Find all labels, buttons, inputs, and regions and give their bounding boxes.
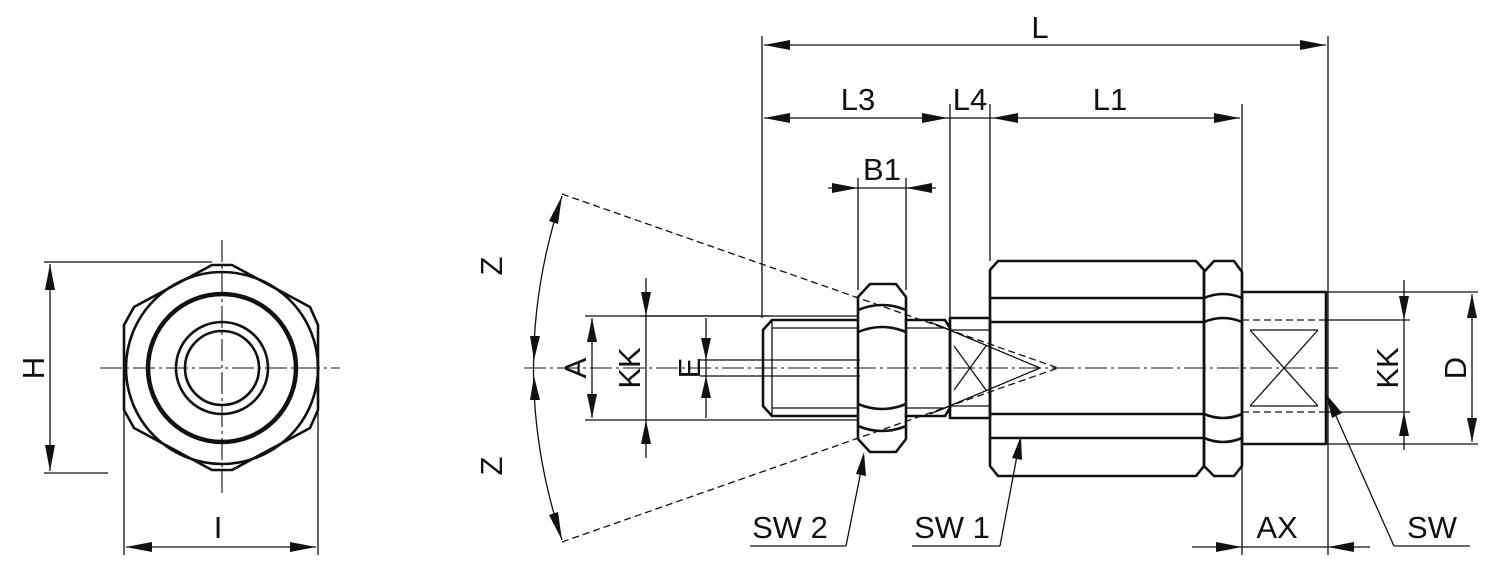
end-view: H I: [16, 240, 340, 555]
ax-arrow-left: [1216, 542, 1242, 552]
i-label: I: [214, 510, 223, 545]
a-label: A: [558, 357, 593, 378]
end-socket-cross2: [1249, 329, 1319, 407]
nut-face-bottom: [1202, 436, 1244, 444]
i-arrow-right: [290, 542, 316, 552]
sw-label: SW: [1407, 510, 1458, 545]
swivel-arc: [532, 195, 563, 541]
swivel-line-lower-short: [939, 367, 1041, 411]
sw1-leader-arrow: [1012, 436, 1022, 460]
l3-arrow-left: [764, 113, 790, 123]
swivel-arc-arrow-bottom: [549, 512, 562, 540]
d-arrow-bottom: [1467, 418, 1477, 442]
e-label: E: [672, 358, 707, 379]
l4-label: L4: [953, 82, 987, 117]
l3-label: L3: [841, 82, 875, 117]
sw1-label: SW 1: [914, 510, 990, 545]
l-label: L: [1031, 10, 1048, 45]
kk-right-arrow-bottom: [1399, 412, 1409, 436]
sw-leader: [1327, 397, 1395, 547]
swivel-line-upper-short: [939, 325, 1041, 369]
b1-label: B1: [863, 152, 901, 187]
locknut-face-mid-top: [856, 325, 908, 334]
z-top-label: Z: [474, 257, 509, 276]
l-arrow-left: [764, 40, 790, 50]
l1-label: L1: [1093, 82, 1127, 117]
sw2-leader-arrow: [856, 452, 866, 476]
swivel-arc-arrow-mid-bottom: [530, 376, 540, 400]
kk-left-arrow-bottom: [641, 420, 651, 444]
h-arrow-top: [45, 264, 55, 290]
kk-right-arrow-top: [1399, 296, 1409, 320]
nut-face-mid-bottom: [1202, 412, 1244, 420]
swivel-arc-arrow-mid-top: [530, 336, 540, 360]
swivel-arc-arrow-top: [549, 196, 562, 224]
side-view: Z Z A KK E KK D: [474, 10, 1478, 555]
sw2-label: SW 2: [752, 510, 828, 545]
nut-face-mid-top: [1202, 316, 1244, 324]
end-socket: [1240, 290, 1328, 446]
a-arrow-top: [587, 318, 597, 342]
wrench-square-l4-cross2: [953, 345, 987, 391]
end-view-hexagon: [122, 263, 320, 472]
sw-leader-arrow: [1326, 394, 1342, 418]
i-arrow-left: [126, 542, 152, 552]
l-arrow-right: [1300, 40, 1326, 50]
e-arrow-bottom: [701, 376, 711, 398]
locknut-face-top: [856, 303, 908, 312]
kk-left-label: KK: [612, 347, 647, 389]
ax-arrow-right: [1328, 542, 1354, 552]
h-arrow-bottom: [45, 445, 55, 471]
stud-outline: [761, 318, 860, 418]
d-label: D: [1438, 357, 1473, 379]
locknut-face-bottom: [856, 424, 908, 433]
b1-arrow-left: [832, 183, 858, 193]
l4-arrow-right: [992, 113, 1018, 123]
swivel-line-upper: [561, 193, 1059, 369]
a-arrow-bottom: [587, 394, 597, 418]
locknut-outline: [856, 282, 908, 454]
locknut-face-mid-bottom: [856, 402, 908, 411]
nut-face-top: [1202, 292, 1244, 300]
kk-right-label: KK: [1370, 347, 1405, 389]
b1-arrow-right: [906, 183, 932, 193]
body-hex-outline: [988, 259, 1206, 478]
e-arrow-top: [701, 338, 711, 360]
l1-arrow-right: [1214, 113, 1240, 123]
z-bottom-label: Z: [474, 457, 509, 476]
h-label: H: [16, 357, 51, 379]
d-arrow-top: [1467, 294, 1477, 318]
kk-left-arrow-top: [641, 292, 651, 316]
nut-outline: [1202, 259, 1244, 478]
l3-arrow-right: [922, 113, 948, 123]
ax-label: AX: [1256, 510, 1298, 545]
